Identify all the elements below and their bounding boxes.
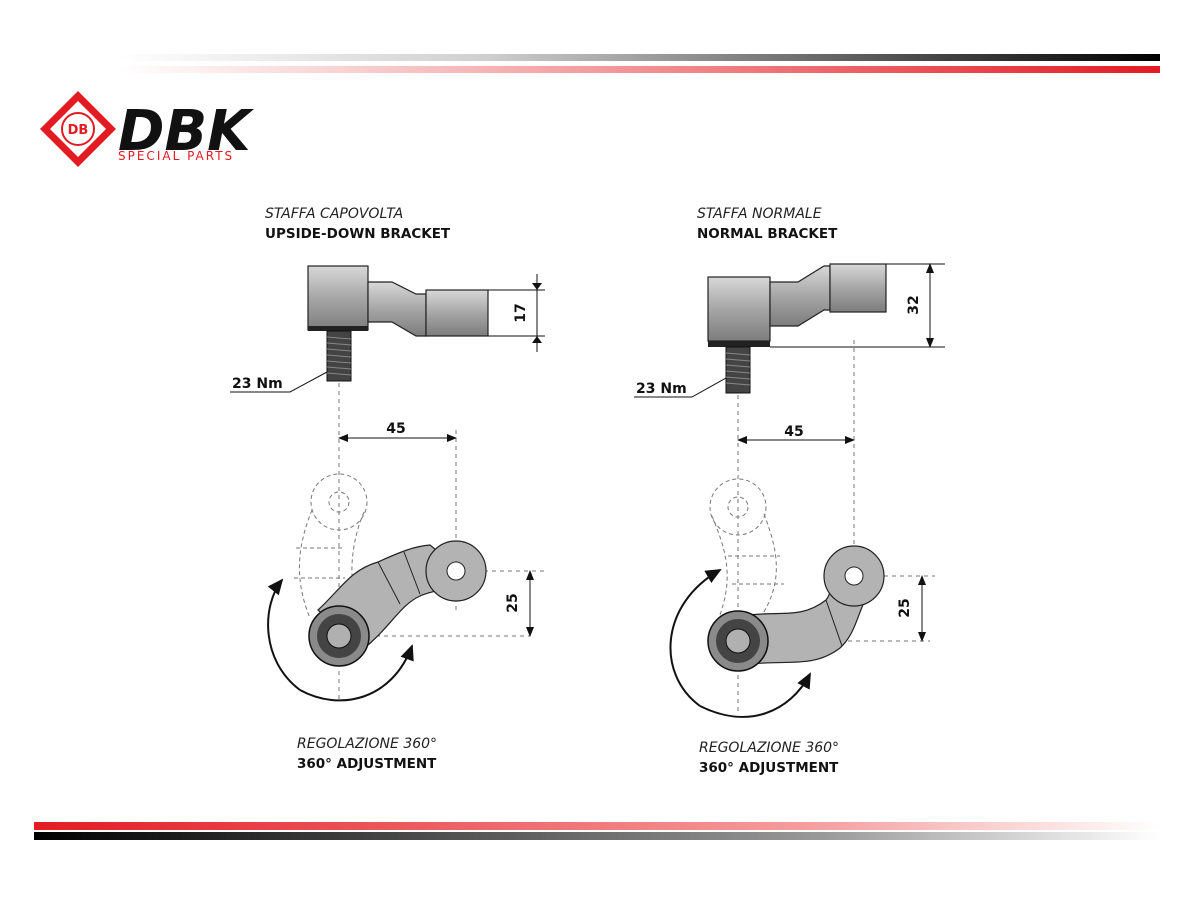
left-adjust-en: 360° ADJUSTMENT bbox=[297, 756, 437, 772]
left-height-dim: 17 bbox=[513, 303, 529, 322]
left-top-view-arm bbox=[308, 540, 487, 667]
left-adjust-it: REGOLAZIONE 360° bbox=[297, 736, 437, 752]
right-adjust-en: 360° ADJUSTMENT bbox=[699, 760, 839, 776]
right-bracket-group: STAFFA NORMALE NORMAL BRACKET 32 23 Nm bbox=[634, 206, 945, 776]
right-torque-label: 23 Nm bbox=[636, 381, 687, 397]
logo-tagline: SPECIAL PARTS bbox=[118, 149, 234, 163]
left-vertical-dim: 25 bbox=[505, 593, 521, 612]
left-torque-label: 23 Nm bbox=[232, 376, 283, 392]
right-height-dim: 32 bbox=[906, 295, 922, 314]
left-title-it: STAFFA CAPOVOLTA bbox=[265, 206, 403, 222]
left-side-view bbox=[307, 265, 489, 382]
logo-name: DBK bbox=[118, 99, 254, 164]
brand-logo: DB DBK SPECIAL PARTS bbox=[40, 91, 254, 167]
right-horizontal-dim: 45 bbox=[784, 424, 803, 440]
left-bolt bbox=[326, 330, 352, 382]
left-horizontal-dim: 45 bbox=[386, 421, 405, 437]
right-rotation-arrow-2-icon bbox=[699, 672, 811, 718]
right-rotation-arrow-icon bbox=[669, 569, 722, 707]
top-stripe-red bbox=[120, 66, 1160, 73]
left-rotation-arrow-2-icon bbox=[299, 644, 414, 702]
right-side-view bbox=[707, 263, 887, 394]
bottom-stripe-red bbox=[34, 822, 1160, 830]
logo-mark: DB bbox=[68, 123, 89, 138]
right-vertical-dim: 25 bbox=[897, 598, 913, 617]
right-adjust-it: REGOLAZIONE 360° bbox=[699, 740, 839, 756]
top-stripe-black bbox=[120, 54, 1160, 61]
right-top-view-arm bbox=[707, 545, 885, 672]
right-ghost-arm bbox=[709, 478, 784, 621]
left-title-en: UPSIDE-DOWN BRACKET bbox=[265, 226, 451, 242]
bottom-stripe-black bbox=[34, 832, 1160, 840]
left-rotation-arrow-icon bbox=[267, 578, 301, 691]
right-title-it: STAFFA NORMALE bbox=[697, 206, 822, 222]
right-title-en: NORMAL BRACKET bbox=[697, 226, 838, 242]
left-bracket-group: STAFFA CAPOVOLTA UPSIDE-DOWN BRACKET 17 … bbox=[230, 206, 545, 772]
